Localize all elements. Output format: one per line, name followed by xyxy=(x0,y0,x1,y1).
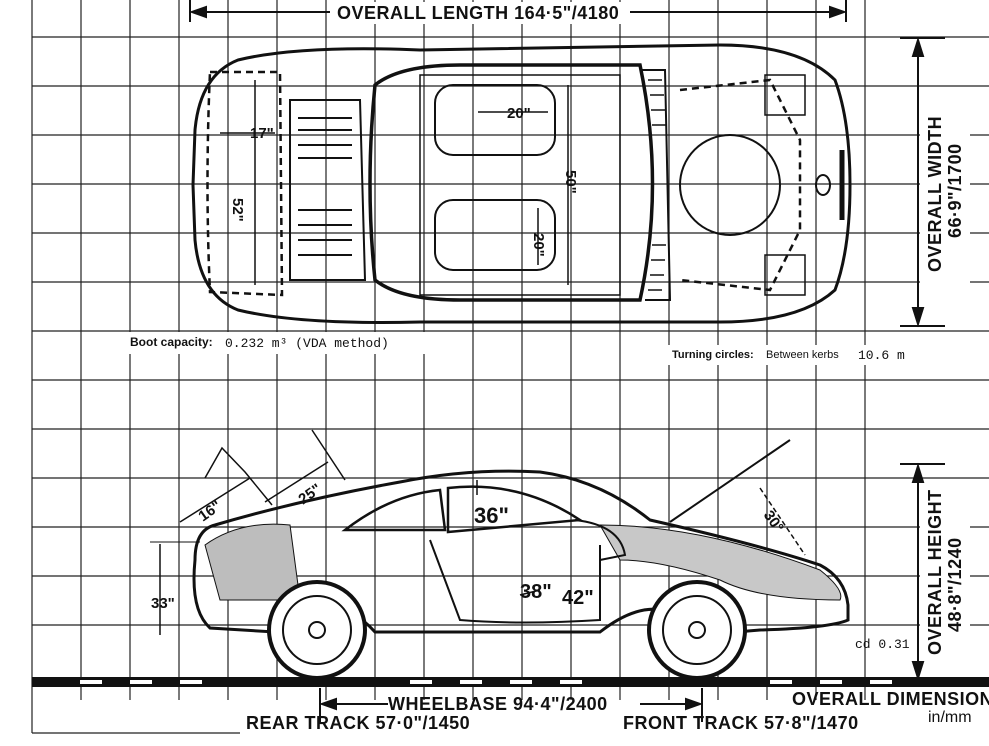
front-track-label: FRONT TRACK 57·8"/1470 xyxy=(623,713,859,733)
overall-height-value: 48·8"/1240 xyxy=(945,537,965,632)
boot-capacity-label: Boot capacity: xyxy=(130,335,213,349)
boot-capacity-value: 0.232 m³ (VDA method) xyxy=(225,336,389,351)
wheelbase-label: WHEELBASE 94·4"/2400 xyxy=(388,694,608,714)
drag-coefficient: cd 0.31 xyxy=(855,637,910,652)
overall-length-label: OVERALL LENGTH 164·5"/4180 xyxy=(337,3,620,23)
rear-height: 33" xyxy=(151,595,175,612)
boot-length: 52" xyxy=(229,198,246,222)
seat-width-bottom: 20" xyxy=(530,233,547,257)
cabin-width: 50" xyxy=(562,170,579,194)
overall-height-label: OVERALL HEIGHT xyxy=(925,489,945,655)
boot-width: 17" xyxy=(250,125,274,142)
car-plan-view xyxy=(191,43,852,324)
overall-width-value: 66·9"/1700 xyxy=(945,143,965,238)
headroom: 36" xyxy=(474,503,509,528)
overall-dimensions-label: OVERALL DIMENSIONS xyxy=(792,689,989,709)
legroom-rear: 38" xyxy=(520,581,552,603)
rear-track-label: REAR TRACK 57·0"/1450 xyxy=(246,713,471,733)
legroom-front: 42" xyxy=(562,587,594,609)
overall-width-label: OVERALL WIDTH xyxy=(925,115,945,272)
overall-width-dimension xyxy=(900,36,945,328)
wheelbase-dimension xyxy=(319,688,703,722)
overall-height-dimension xyxy=(900,462,945,682)
turning-circles-value: 10.6 m xyxy=(858,348,905,363)
seat-width-top: 20" xyxy=(507,105,531,122)
units-label: in/mm xyxy=(928,709,972,726)
overall-length-dimension xyxy=(189,0,847,22)
car-side-view xyxy=(150,429,850,680)
turning-circles-label: Turning circles: xyxy=(672,349,754,361)
turning-between-label: Between kerbs xyxy=(766,349,839,361)
